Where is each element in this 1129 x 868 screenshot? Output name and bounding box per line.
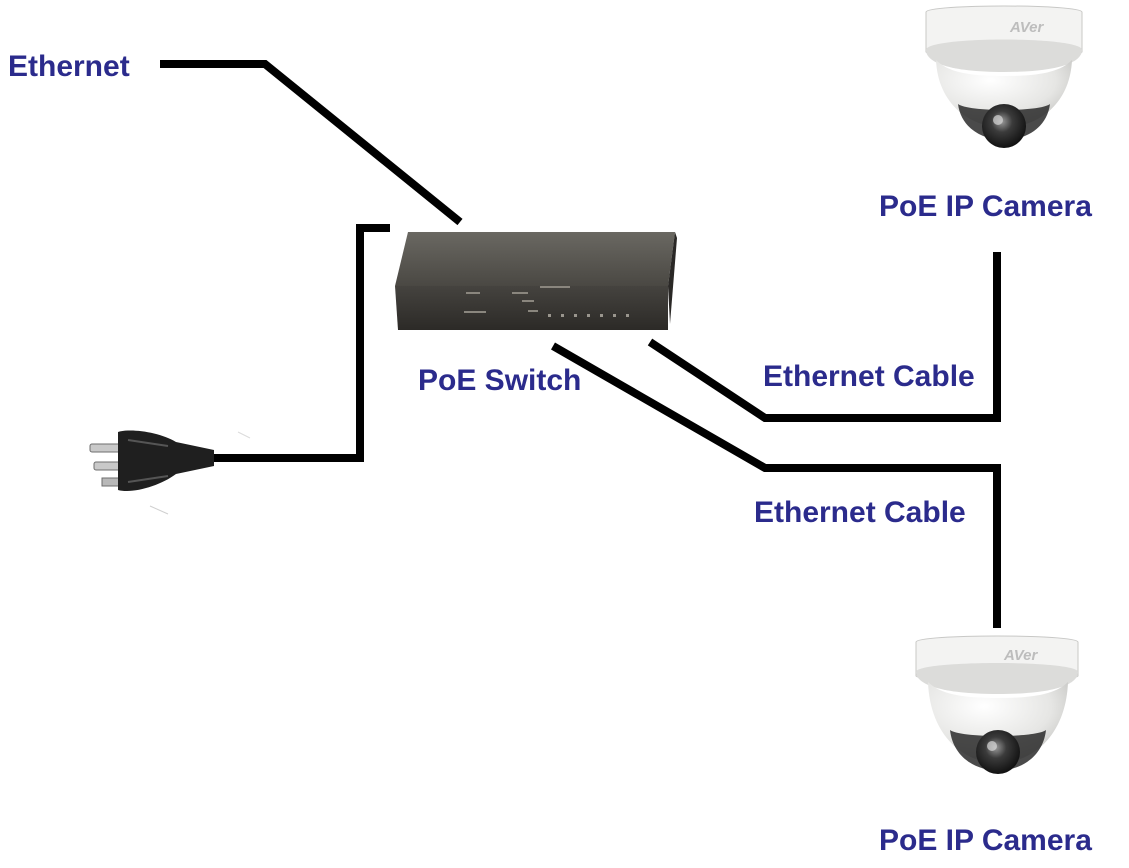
ethernet-label: Ethernet bbox=[8, 50, 130, 83]
power-cable bbox=[212, 224, 390, 462]
poe-switch-label: PoE Switch bbox=[418, 364, 582, 397]
ethernet-cable-bottom-label: Ethernet Cable bbox=[754, 496, 966, 529]
ethernet-cable-bottom bbox=[551, 342, 1001, 628]
poe-switch-device bbox=[395, 232, 677, 330]
dome-camera-top-icon: AVer bbox=[925, 5, 1083, 148]
cables bbox=[160, 60, 1001, 628]
switch-front-markings bbox=[464, 286, 570, 313]
switch-port-leds bbox=[548, 314, 629, 317]
ethernet-cable-top-label: Ethernet Cable bbox=[763, 360, 975, 393]
camera-brand-text: AVer bbox=[1009, 19, 1045, 36]
ethernet-cable-top bbox=[647, 252, 1001, 422]
switch-front bbox=[395, 286, 668, 330]
power-plug-icon bbox=[89, 430, 251, 515]
ethernet-uplink-cable bbox=[160, 60, 463, 226]
switch-top bbox=[395, 232, 675, 286]
camera-bottom-label: PoE IP Camera bbox=[879, 824, 1092, 857]
camera-top-label: PoE IP Camera bbox=[879, 190, 1092, 223]
switch-side bbox=[668, 232, 677, 324]
camera-brand-text: AVer bbox=[1003, 647, 1039, 664]
dome-camera-bottom-icon: AVer bbox=[915, 635, 1079, 774]
